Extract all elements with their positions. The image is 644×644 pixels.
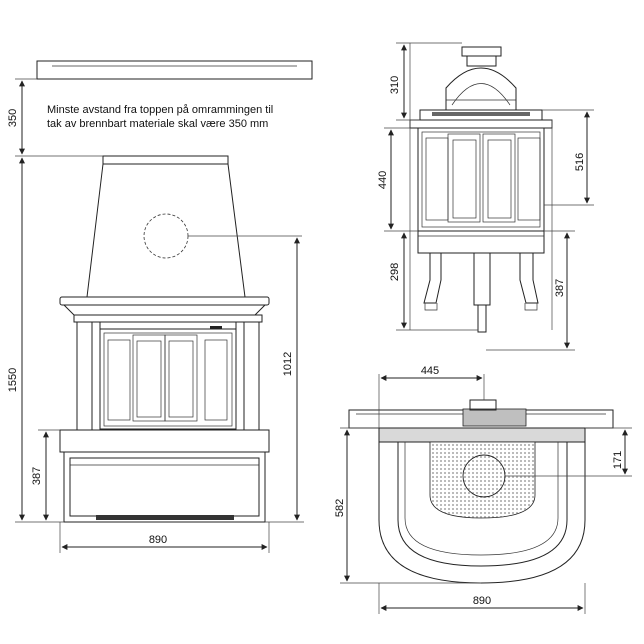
dim-outlet-height: 387 [486, 230, 575, 351]
dim-door-height: 440 [377, 127, 418, 232]
front-hood [86, 155, 302, 298]
dim-top-width: 890 [378, 583, 586, 614]
side-top-shelf [409, 43, 553, 330]
top-view: 445 171 582 890 [334, 365, 632, 614]
top-wall-strip [348, 399, 614, 443]
clearance-note-line1: Minste avstand fra toppen på omrammingen… [47, 104, 273, 116]
clearance-note-line2: tak av brennbart materiale skal være 350… [47, 118, 268, 130]
dim-total-height: 1550 [7, 157, 64, 523]
flue-outlet-marker [143, 213, 189, 259]
dim-582-label: 582 [334, 499, 346, 517]
dim-1550-label: 1550 [7, 368, 19, 392]
dim-hood-height: 310 [389, 42, 462, 121]
dim-516-label: 516 [574, 153, 586, 171]
side-view: 310 440 298 516 387 [377, 42, 594, 351]
dim-depth: 582 [334, 427, 481, 584]
side-legs [423, 252, 539, 333]
dim-298-label: 298 [389, 263, 401, 281]
side-stove-body [417, 127, 545, 254]
top-firebox [429, 441, 632, 519]
ceiling-slab [36, 60, 313, 80]
dim-445-label: 445 [421, 365, 439, 377]
front-stove-door [99, 326, 237, 430]
side-flue-collar [461, 46, 502, 67]
front-view: Minste avstand fra toppen på omrammingen… [7, 60, 313, 553]
side-dome [445, 67, 517, 111]
dim-flue-center-height: 1012 [265, 237, 304, 523]
dim-base-height: 387 [31, 429, 60, 521]
dim-387-side-label: 387 [554, 279, 566, 297]
dim-top-clearance: 350 [7, 78, 103, 157]
dim-1012-label: 1012 [282, 352, 294, 376]
dim-flue-offset: 445 [378, 365, 485, 428]
front-mantle [59, 296, 270, 316]
dim-890-top-label: 890 [473, 595, 491, 607]
dim-front-width: 890 [59, 522, 270, 553]
dim-440-label: 440 [377, 171, 389, 189]
front-columns [73, 314, 263, 431]
dim-890-front-label: 890 [149, 534, 167, 546]
front-base [59, 429, 270, 523]
dim-387-label: 387 [31, 467, 43, 485]
dim-body-height: 516 [542, 109, 594, 206]
dim-leg-height: 298 [389, 232, 478, 331]
dim-171-label: 171 [612, 451, 624, 469]
dim-310-label: 310 [389, 76, 401, 94]
dim-350-label: 350 [7, 109, 19, 127]
dim-flue-depth: 171 [585, 427, 632, 475]
